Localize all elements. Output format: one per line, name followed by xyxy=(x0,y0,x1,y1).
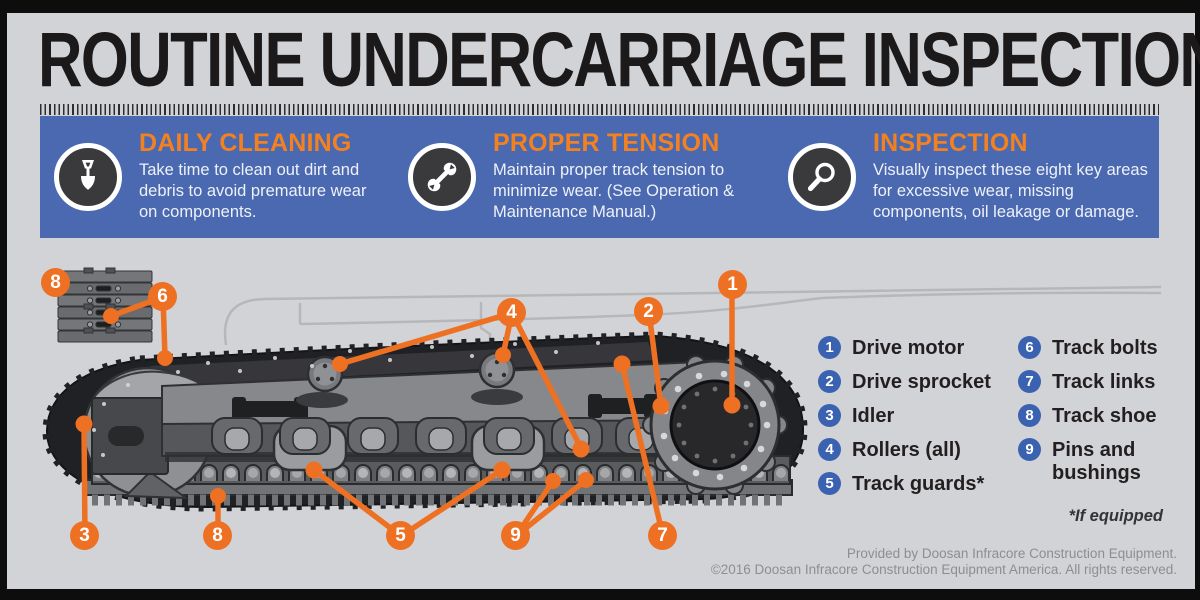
legend-number-badge: 7 xyxy=(1018,370,1041,393)
legend-number-badge: 2 xyxy=(818,370,841,393)
legend-number-badge: 8 xyxy=(1018,404,1041,427)
legend-column-1: 1 Drive motor 2 Drive sprocket 3 Idler 4… xyxy=(818,336,1018,506)
tip-body: Take time to clean out dirt and debris t… xyxy=(139,161,367,221)
tip-proper-tension: PROPER TENSION Maintain proper track ten… xyxy=(408,116,774,238)
callout-dots xyxy=(75,308,741,504)
legend-label: Track bolts xyxy=(1052,337,1158,359)
tip-body: Visually inspect these eight key areas f… xyxy=(873,161,1148,221)
track-specks xyxy=(92,341,600,457)
callout-lines xyxy=(81,281,735,539)
callout-8-track-marker: 8 xyxy=(203,521,232,550)
callout-5-marker: 5 xyxy=(386,521,415,550)
callout-6-marker: 6 xyxy=(148,282,177,311)
legend-label: Track links xyxy=(1052,371,1156,393)
legend-number-badge: 4 xyxy=(818,438,841,461)
footer-line-1: Provided by Doosan Infracore Constructio… xyxy=(846,546,1177,561)
legend-item-idler: 3 Idler xyxy=(818,404,1018,428)
if-equipped-footnote: *If equipped xyxy=(1068,507,1163,525)
legend-item-drive-motor: 1 Drive motor xyxy=(818,336,1018,360)
legend-item-track-links: 7 Track links xyxy=(1018,370,1162,394)
legend-number-badge: 6 xyxy=(1018,336,1041,359)
tip-inspection: INSPECTION Visually inspect these eight … xyxy=(788,116,1154,238)
legend-item-track-guards: 5 Track guards* xyxy=(818,472,1018,496)
legend-item-rollers: 4 Rollers (all) xyxy=(818,438,1018,462)
legend-label: Track shoe xyxy=(1052,405,1157,427)
wrench-icon xyxy=(408,143,476,211)
shovel-icon xyxy=(54,143,122,211)
legend-label: Rollers (all) xyxy=(852,439,961,461)
legend-number-badge: 1 xyxy=(818,336,841,359)
legend: 1 Drive motor 2 Drive sprocket 3 Idler 4… xyxy=(818,336,1162,506)
legend-label: Drive motor xyxy=(852,337,965,359)
tip-heading: PROPER TENSION xyxy=(493,129,720,158)
callout-8-stack-marker: 8 xyxy=(41,268,70,297)
callout-9-marker: 9 xyxy=(501,521,530,550)
legend-label: Track guards* xyxy=(852,473,985,495)
page-title: ROUTINE UNDERCARRIAGE INSPECTION xyxy=(38,17,1200,103)
tip-heading: DAILY CLEANING xyxy=(139,129,352,158)
footer-line-2: ©2016 Doosan Infracore Construction Equi… xyxy=(710,562,1177,578)
callout-7-marker: 7 xyxy=(648,521,677,550)
magnifying-glass-icon xyxy=(788,143,856,211)
legend-item-drive-sprocket: 2 Drive sprocket xyxy=(818,370,1018,394)
legend-number-badge: 5 xyxy=(818,472,841,495)
callout-4-marker: 4 xyxy=(497,298,526,327)
legend-number-badge: 9 xyxy=(1018,438,1041,461)
tip-daily-cleaning: DAILY CLEANING Take time to clean out di… xyxy=(54,116,402,238)
callout-1-marker: 1 xyxy=(718,270,747,299)
tip-body: Maintain proper track tension to minimiz… xyxy=(493,161,735,221)
legend-item-track-bolts: 6 Track bolts xyxy=(1018,336,1162,360)
legend-item-track-shoe: 8 Track shoe xyxy=(1018,404,1162,428)
callout-2-marker: 2 xyxy=(634,297,663,326)
legend-number-badge: 3 xyxy=(818,404,841,427)
legend-label: Idler xyxy=(852,405,895,427)
legend-item-pins-bushings: 9 Pins and bushings xyxy=(1018,438,1162,485)
perforation-strip xyxy=(40,104,1159,115)
tips-banner: DAILY CLEANING Take time to clean out di… xyxy=(40,116,1159,238)
drive-sprocket xyxy=(642,355,788,495)
attribution-footer: Provided by Doosan Infracore Constructio… xyxy=(711,546,1177,579)
callout-3-marker: 3 xyxy=(70,521,99,550)
tip-heading: INSPECTION xyxy=(873,129,1028,158)
legend-label: Drive sprocket xyxy=(852,371,991,393)
legend-label: Pins and bushings xyxy=(1052,439,1141,484)
legend-column-2: 6 Track bolts 7 Track links 8 Track shoe… xyxy=(1018,336,1162,506)
